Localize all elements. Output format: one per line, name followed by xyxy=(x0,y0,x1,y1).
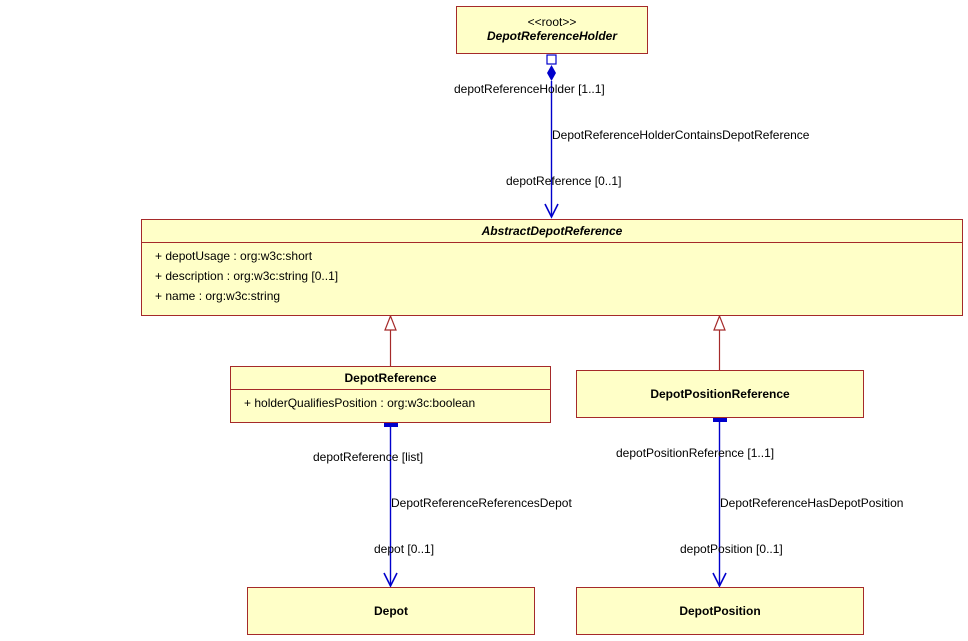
role-label-depot-reference: depotReference [0..1] xyxy=(506,174,622,188)
class-depot-reference[interactable]: DepotReference + holderQualifiesPosition… xyxy=(230,366,551,423)
attribute-compartment: + holderQualifiesPosition : org:w3c:bool… xyxy=(231,389,550,416)
class-name: DepotPosition xyxy=(679,604,761,618)
navigability-arrow-icon xyxy=(712,572,727,588)
association-name-has-depot-position: DepotReferenceHasDepotPosition xyxy=(720,496,904,510)
inheritance-triangle-icon xyxy=(384,314,397,331)
association-name-holder-contains: DepotReferenceHolderContainsDepotReferen… xyxy=(552,128,810,142)
class-name: AbstractDepotReference xyxy=(481,224,623,238)
class-depot[interactable]: Depot xyxy=(247,587,535,635)
class-name: Depot xyxy=(374,604,408,618)
navigability-arrow-icon xyxy=(383,572,398,588)
attribute-description: + description : org:w3c:string [0..1] xyxy=(155,269,339,283)
class-name: DepotReference xyxy=(344,371,437,385)
class-depot-position[interactable]: DepotPosition xyxy=(576,587,864,635)
inheritance-triangle-icon xyxy=(713,314,726,331)
role-label-depot-position-reference: depotPositionReference [1..1] xyxy=(616,446,775,460)
attribute-depot-usage: + depotUsage : org:w3c:short xyxy=(155,249,313,263)
association-name-references-depot: DepotReferenceReferencesDepot xyxy=(391,496,572,510)
role-label-depot-position: depotPosition [0..1] xyxy=(680,542,783,556)
association-holder-contains-line xyxy=(544,54,559,219)
class-name: DepotReferenceHolder xyxy=(486,29,618,43)
class-stereotype: <<root>> xyxy=(527,15,577,29)
attribute-name: + name : org:w3c:string xyxy=(155,289,281,303)
generalization-depot-position-reference xyxy=(713,314,726,370)
role-label-depot-reference-holder: depotReferenceHolder [1..1] xyxy=(454,82,605,96)
class-name: DepotPositionReference xyxy=(650,387,790,401)
association-has-depot-position-line xyxy=(712,417,727,588)
navigability-arrow-icon xyxy=(544,203,559,219)
class-depot-reference-holder[interactable]: <<root>> DepotReferenceHolder xyxy=(456,6,648,54)
class-abstract-depot-reference[interactable]: AbstractDepotReference + depotUsage : or… xyxy=(141,219,963,316)
generalization-depot-reference xyxy=(384,314,397,366)
role-label-depot: depot [0..1] xyxy=(374,542,435,556)
attribute-compartment: + depotUsage : org:w3c:short + descripti… xyxy=(142,242,962,309)
role-label-depot-reference-list: depotReference [list] xyxy=(313,450,424,464)
attribute-holder-qualifies-position: + holderQualifiesPosition : org:w3c:bool… xyxy=(244,396,476,410)
association-references-depot-line xyxy=(383,422,398,588)
composition-diamond-icon xyxy=(547,65,556,81)
class-depot-position-reference[interactable]: DepotPositionReference xyxy=(576,370,864,418)
association-end-square xyxy=(546,54,557,65)
